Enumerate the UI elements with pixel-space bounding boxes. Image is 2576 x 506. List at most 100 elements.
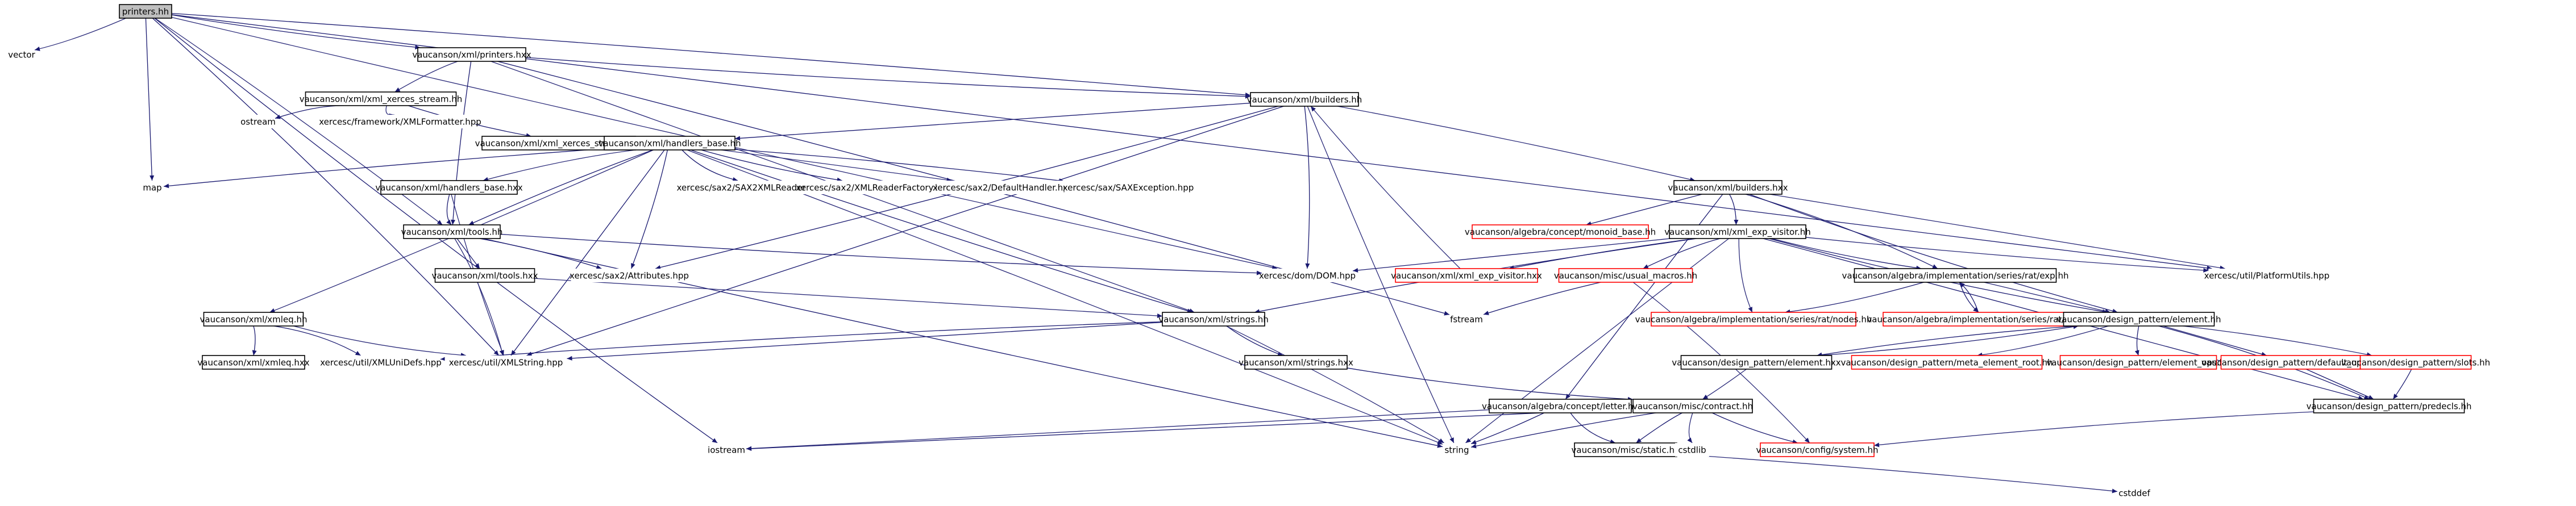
node-static-hh[interactable]: vaucanson/misc/static.hh [1572, 442, 1680, 457]
node-label: vaucanson/design_pattern/slots.hh [2341, 358, 2490, 369]
node-strings-hh[interactable]: vaucanson/xml/strings.hh [1158, 312, 1269, 327]
node-label: vaucanson/xml/builders.hxx [1668, 183, 1788, 193]
edge-seriesrat_exp_hh-to-seriesrat_exp_hxx [1959, 282, 1979, 313]
edge-dp_predecls-to-config_system [1873, 411, 2314, 446]
node-printers-hh[interactable]: printers.hh [119, 4, 172, 19]
edge-arrowhead [1484, 311, 1489, 315]
node-handlers-base-hh[interactable]: vaucanson/xml/handlers_base.hh [599, 136, 741, 150]
node-dp-meta-element-root[interactable]: vaucanson/design_pattern/meta_element_ro… [1840, 355, 2053, 370]
edge-builders_hxx-to-platformutils [1769, 194, 2225, 269]
edge-xml_exp_visitor_hh-to-domdom [1352, 238, 1671, 271]
edge-handlers_base_hh-to-map [163, 148, 605, 187]
node-xml-xerces-stream-hh[interactable]: vaucanson/xml/xml_xerces_stream.hh [300, 91, 463, 106]
node-strings-hxx[interactable]: vaucanson/xml/strings.hxx [1239, 355, 1353, 370]
node-box [241, 115, 275, 128]
node-tools-hxx[interactable]: vaucanson/xml/tools.hxx [431, 268, 538, 283]
node-xml-exp-visitor-hh[interactable]: vaucanson/xml/xml_exp_visitor.hh [1664, 224, 1811, 239]
node-xml-builders-hh[interactable]: vaucanson/xml/builders.hh [1247, 92, 1362, 107]
node-box [1262, 269, 1353, 282]
edge-arrowhead [499, 350, 504, 356]
node-defaulthandler: xercesc/sax2/DefaultHandler.hpp [933, 181, 1074, 194]
edge-builders_hxx-to-dp_element_hh [1749, 194, 2118, 313]
node-label: vaucanson/design_pattern/meta_element_ro… [1840, 358, 2053, 369]
node-box [805, 181, 942, 194]
edge-tools_hxx-to-strings_hh [534, 278, 1163, 317]
edge-seriesrat_exp_hxx-to-seriesrat_exp_hh [1959, 282, 1979, 313]
edge-arrowhead [1277, 352, 1283, 356]
edge-handlers_base_hh-to-saxexception [734, 149, 1065, 182]
edge-arrowhead [1643, 264, 1649, 269]
node-seriesrat-exp-hxx[interactable]: vaucanson/algebra/implementation/series/… [1867, 312, 2099, 327]
node-box [1449, 312, 1484, 326]
node-label: xercesc/sax/SAXException.hpp [1063, 183, 1194, 193]
edge-strings_hh-to-strings_hxx [1226, 325, 1283, 356]
node-box [325, 115, 476, 128]
node-handlers-base-hxx[interactable]: vaucanson/xml/handlers_base.hxx [375, 180, 523, 195]
node-dp-predecls[interactable]: vaucanson/design_pattern/predecls.hh [2307, 399, 2472, 413]
node-xml-printers-hxx[interactable]: vaucanson/xml/printers.hxx [412, 47, 531, 62]
node-label: map [143, 183, 161, 193]
edge-arrowhead [269, 308, 276, 313]
node-dp-slots[interactable]: vaucanson/design_pattern/slots.hh [2341, 355, 2490, 370]
edge-strings_hxx-to-contract_hh [1347, 367, 1634, 400]
node-label: iostream [708, 445, 745, 455]
node-box [444, 356, 567, 369]
edge-arrowhead [437, 220, 443, 225]
edge-xml_exp_visitor_hh-to-platformutils [1805, 237, 2209, 271]
edge-dp_element_hh-to-dp_slots [2182, 325, 2373, 356]
node-dp-element-hh[interactable]: vaucanson/design_pattern/element.hh [2056, 312, 2221, 327]
node-tools-hh[interactable]: vaucanson/xml/tools.hh [401, 224, 503, 239]
node-xml-exp-visitor-hxx[interactable]: vaucanson/xml/xml_exp_visitor.hxx [1391, 268, 1542, 283]
edge-arrowhead [1471, 440, 1477, 445]
node-label: vector [8, 50, 35, 60]
node-dp-element-ops[interactable]: vaucanson/design_pattern/element_ops.hh [2046, 355, 2230, 370]
node-box [1680, 355, 1833, 370]
node-contract-hh[interactable]: vaucanson/misc/contract.hh [1632, 399, 1753, 413]
node-xmleq-hxx[interactable]: vaucanson/xml/xmleq.hxx [197, 355, 310, 370]
node-string: string [1443, 443, 1471, 457]
node-monoid-base[interactable]: vaucanson/algebra/concept/monoid_base.hh [1465, 224, 1656, 239]
node-box [2208, 269, 2325, 282]
edge-arrowhead [1687, 437, 1693, 443]
node-label: string [1444, 445, 1469, 455]
node-label: vaucanson/xml/xml_exp_visitor.hxx [1391, 271, 1542, 282]
node-box [1558, 268, 1693, 283]
node-dp-default-ops[interactable]: vaucanson/design_pattern/default_ops.hh [2201, 355, 2380, 370]
node-label: vaucanson/design_pattern/element_ops.hh [2046, 358, 2230, 369]
node-usual-macros[interactable]: vaucanson/misc/usual_macros.hh [1554, 268, 1697, 283]
node-box [417, 47, 526, 62]
edge-handlers_base_hh-to-xmlreaderfactory [701, 149, 842, 181]
edge-arrowhead [1748, 307, 1752, 312]
edge-seriesrat_exp_hh-to-seriesrat_nodes [1785, 282, 1924, 313]
node-seriesrat-nodes[interactable]: vaucanson/algebra/implementation/series/… [1635, 312, 1872, 327]
edge-arrowhead [252, 350, 257, 356]
edge-arrowhead [631, 263, 635, 269]
edge-tools_hh-to-domdom [500, 233, 1262, 274]
node-label: vaucanson/xml/handlers_base.hh [599, 139, 741, 149]
node-box [2059, 355, 2217, 370]
node-xmleq-hh[interactable]: vaucanson/xml/xmleq.hh [200, 312, 308, 327]
edge-printers_hh-to-xml_builders_hh [171, 12, 1251, 96]
node-config-system[interactable]: vaucanson/config/system.hh [1756, 442, 1879, 457]
node-box [1395, 268, 1538, 283]
node-builders-hxx[interactable]: vaucanson/xml/builders.hxx [1668, 180, 1788, 195]
node-box [571, 269, 688, 282]
node-dp-element-hxx[interactable]: vaucanson/design_pattern/element.hxx [1672, 355, 1841, 370]
node-seriesrat-exp-hh[interactable]: vaucanson/algebra/implementation/series/… [1842, 268, 2069, 283]
node-box [1883, 312, 2083, 327]
node-box [1489, 399, 1632, 413]
edge-printers_hh-to-vector [34, 18, 126, 51]
edge-handlers_base_hh-to-xmlstring [510, 149, 665, 356]
node-letter-hh[interactable]: vaucanson/algebra/concept/letter.hh [1482, 399, 1639, 413]
node-fstream: fstream [1449, 312, 1484, 326]
node-box [9, 48, 35, 61]
edge-arrowhead [735, 136, 741, 141]
edge-arrowhead [1973, 307, 1979, 312]
edge-handlers_base_hh-to-defaulthandler [721, 149, 952, 181]
edge-arrowhead [355, 350, 361, 356]
edge-letter_hh-to-string [1470, 412, 1544, 445]
edge-arrowhead [1256, 270, 1262, 275]
node-box [1651, 312, 1856, 327]
edge-arrowhead [2393, 394, 2398, 399]
